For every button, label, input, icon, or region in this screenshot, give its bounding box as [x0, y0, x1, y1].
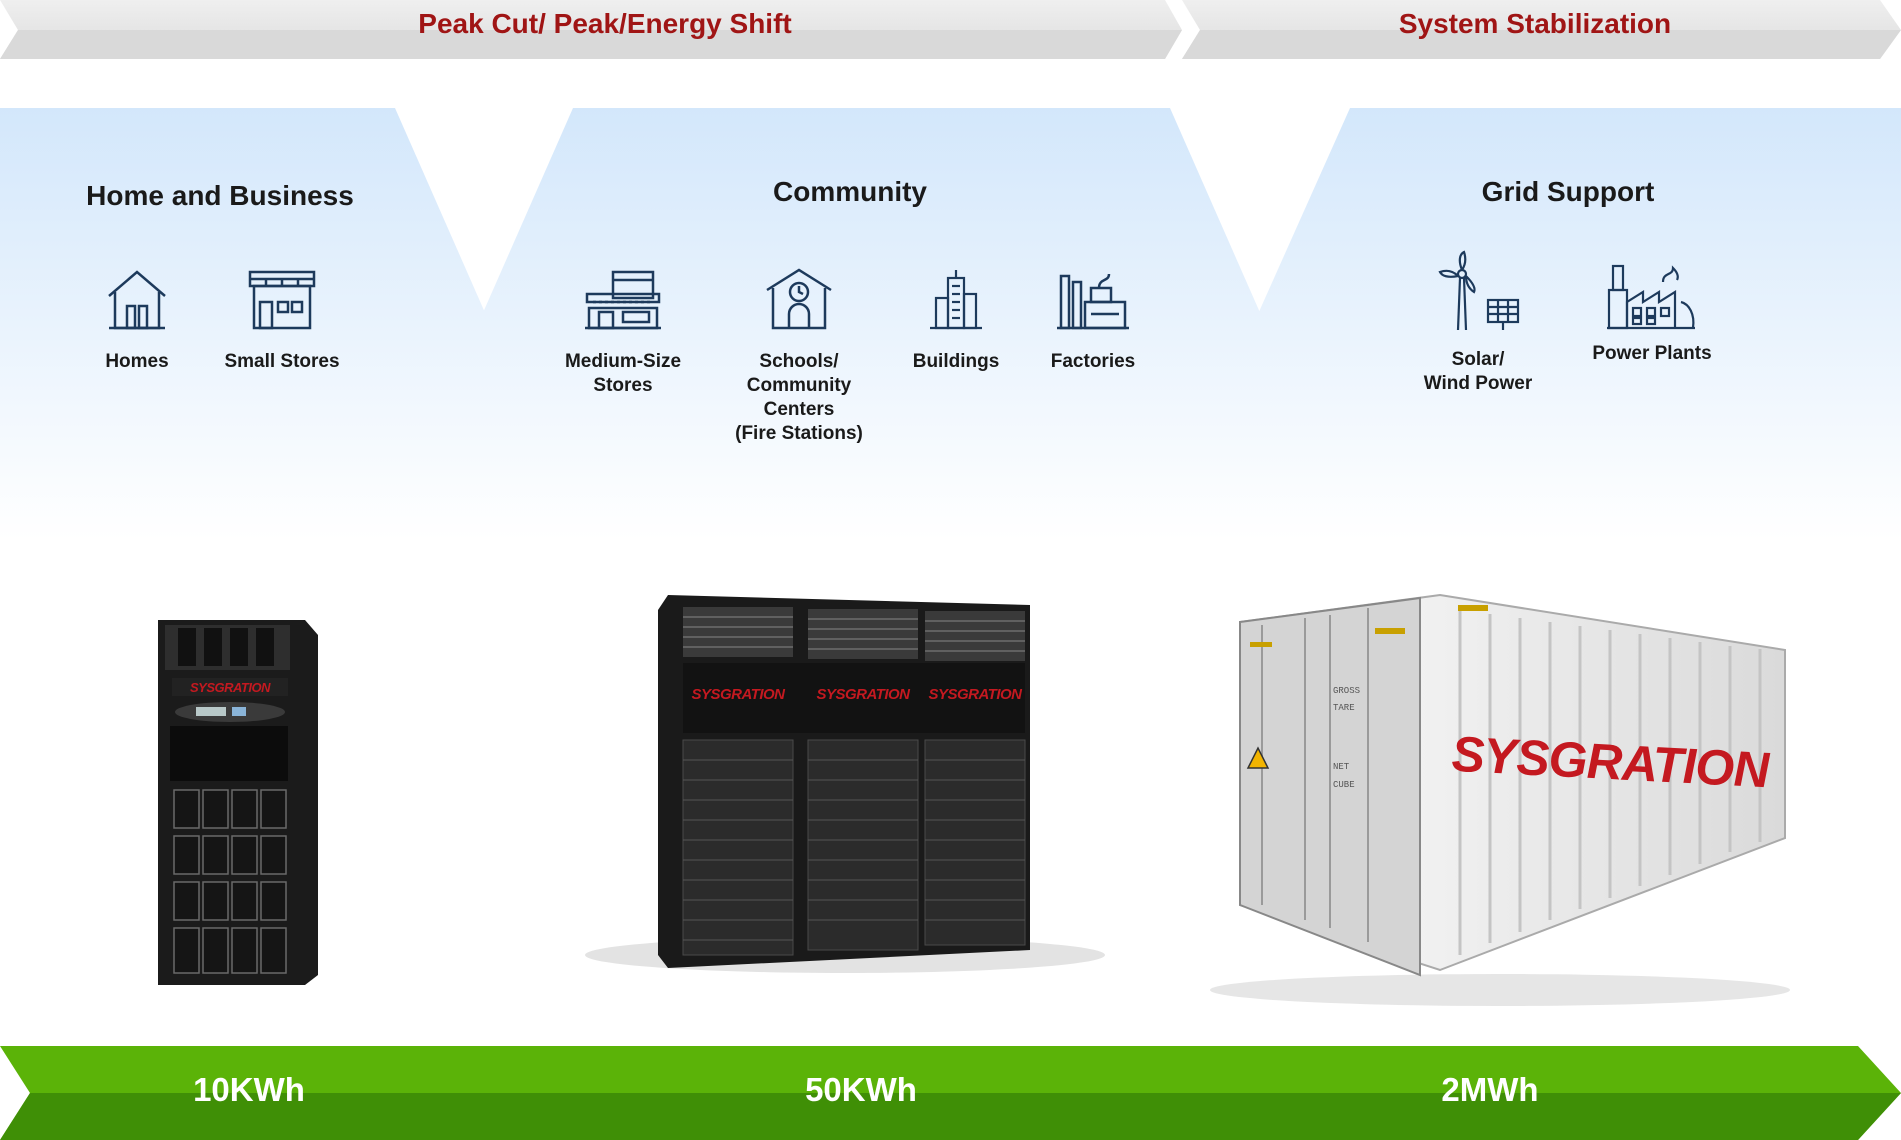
item-label-solar-wind: Solar/ Wind Power — [1423, 349, 1533, 394]
medium-store-icon — [585, 270, 661, 330]
container-marking-gross: GROSS — [1333, 686, 1361, 696]
house-icon — [108, 270, 166, 330]
capacity-label-50kwh: 50KWh — [805, 1071, 917, 1108]
item-power-plants: Power Plants — [1572, 262, 1732, 366]
school-icon — [766, 268, 832, 330]
buildings-icon — [930, 270, 982, 330]
item-label-power-plants: Power Plants — [1592, 343, 1712, 364]
item-medium-stores: Medium-Size Stores — [543, 268, 703, 398]
rack-brand-2: SYSGRATION — [816, 686, 910, 703]
factory-icon — [1057, 273, 1129, 330]
item-solar-wind: Solar/ Wind Power — [1398, 250, 1558, 396]
rack-brand-3: SYSGRATION — [928, 686, 1022, 703]
item-buildings: Buildings — [876, 268, 1036, 374]
shipping-container — [1210, 593, 1790, 1006]
item-label-schools: Schools/ Community Centers (Fire Station… — [735, 351, 863, 444]
top-banner-right — [1182, 0, 1901, 59]
rack-brand-1: SYSGRATION — [691, 686, 785, 703]
top-banner-left — [0, 0, 1182, 59]
container-marking-tare: TARE — [1333, 703, 1355, 713]
capacity-label-10kwh: 10KWh — [193, 1071, 305, 1108]
item-small-stores: Small Stores — [202, 268, 362, 374]
banner-system-stabilization-label: System Stabilization — [1398, 8, 1672, 39]
section-title-home: Home and Business — [86, 180, 354, 211]
small-cabinet-brand: SYSGRATION — [190, 680, 271, 695]
item-label-homes: Homes — [105, 351, 169, 372]
capacity-arrow — [0, 1046, 1901, 1140]
item-label-factories: Factories — [1050, 351, 1136, 372]
panel-community — [383, 108, 1360, 540]
item-label-small-stores: Small Stores — [224, 351, 340, 372]
item-label-medium-stores: Medium-Size Stores — [564, 351, 682, 396]
store-icon — [248, 270, 316, 330]
wind-solar-icon — [1438, 250, 1520, 331]
item-label-buildings: Buildings — [912, 351, 1000, 372]
power-plant-icon — [1607, 264, 1695, 330]
item-homes: Homes — [57, 268, 217, 374]
capacity-label-2mwh: 2MWh — [1441, 1071, 1539, 1108]
item-factories: Factories — [1013, 268, 1173, 374]
small-battery-cabinet — [158, 620, 318, 985]
container-marking-net: NET — [1333, 762, 1350, 772]
panel-grid — [1157, 108, 1901, 540]
item-schools: Schools/ Community Centers (Fire Station… — [719, 268, 879, 446]
section-title-community: Community — [773, 176, 927, 207]
banner-peak-shift-label: Peak Cut/ Peak/Energy Shift — [418, 8, 792, 39]
section-title-grid: Grid Support — [1481, 176, 1655, 207]
container-marking-cube: CUBE — [1333, 780, 1355, 790]
rack-battery — [585, 595, 1105, 973]
